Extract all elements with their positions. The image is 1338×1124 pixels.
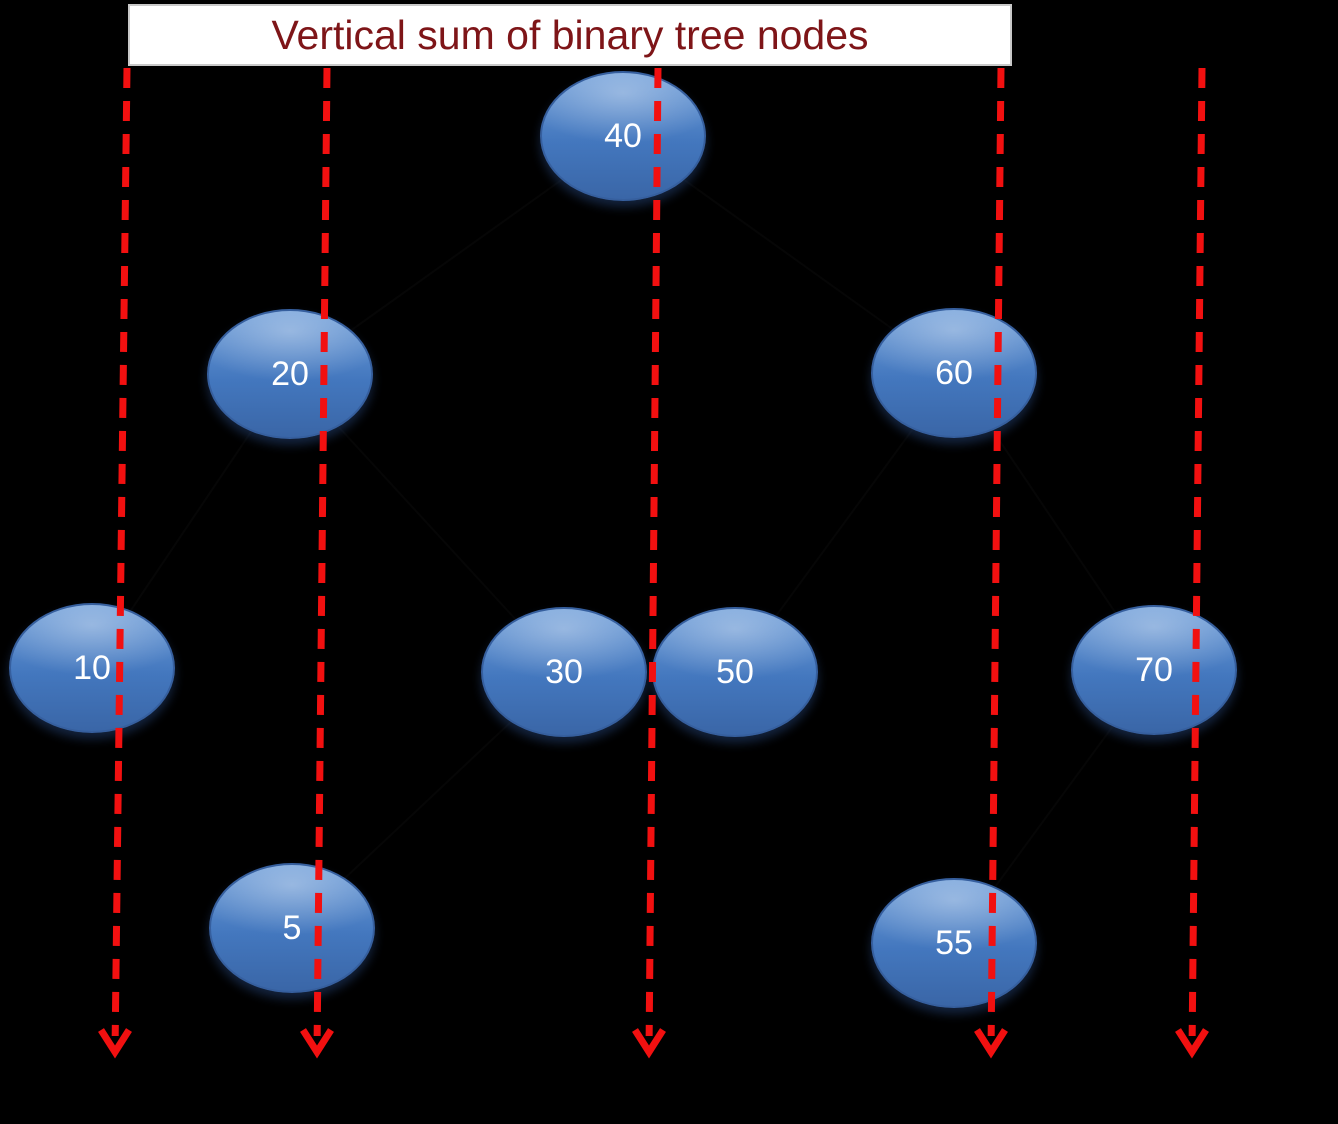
tree-node-60: 60 [871, 308, 1037, 438]
tree-node-5: 5 [209, 863, 375, 993]
tree-node-20: 20 [207, 309, 373, 439]
diagram-title: Vertical sum of binary tree nodes [271, 11, 869, 58]
tree-node-label: 10 [73, 649, 111, 687]
tree-node-label: 70 [1135, 651, 1173, 689]
tree-node-10: 10 [9, 603, 175, 733]
tree-node-label: 20 [271, 355, 309, 393]
tree-node-55: 55 [871, 878, 1037, 1008]
tree-node-50: 50 [652, 607, 818, 737]
tree-node-70: 70 [1071, 605, 1237, 735]
tree-node-30: 30 [481, 607, 647, 737]
tree-node-40: 40 [540, 71, 706, 201]
tree-node-label: 60 [935, 354, 973, 392]
tree-node-label: 40 [604, 117, 642, 155]
tree-node-label: 55 [935, 924, 973, 962]
tree-node-label: 50 [716, 653, 754, 691]
tree-node-label: 30 [545, 653, 583, 691]
tree-node-label: 5 [282, 909, 302, 947]
title-bar: Vertical sum of binary tree nodes [128, 4, 1012, 66]
